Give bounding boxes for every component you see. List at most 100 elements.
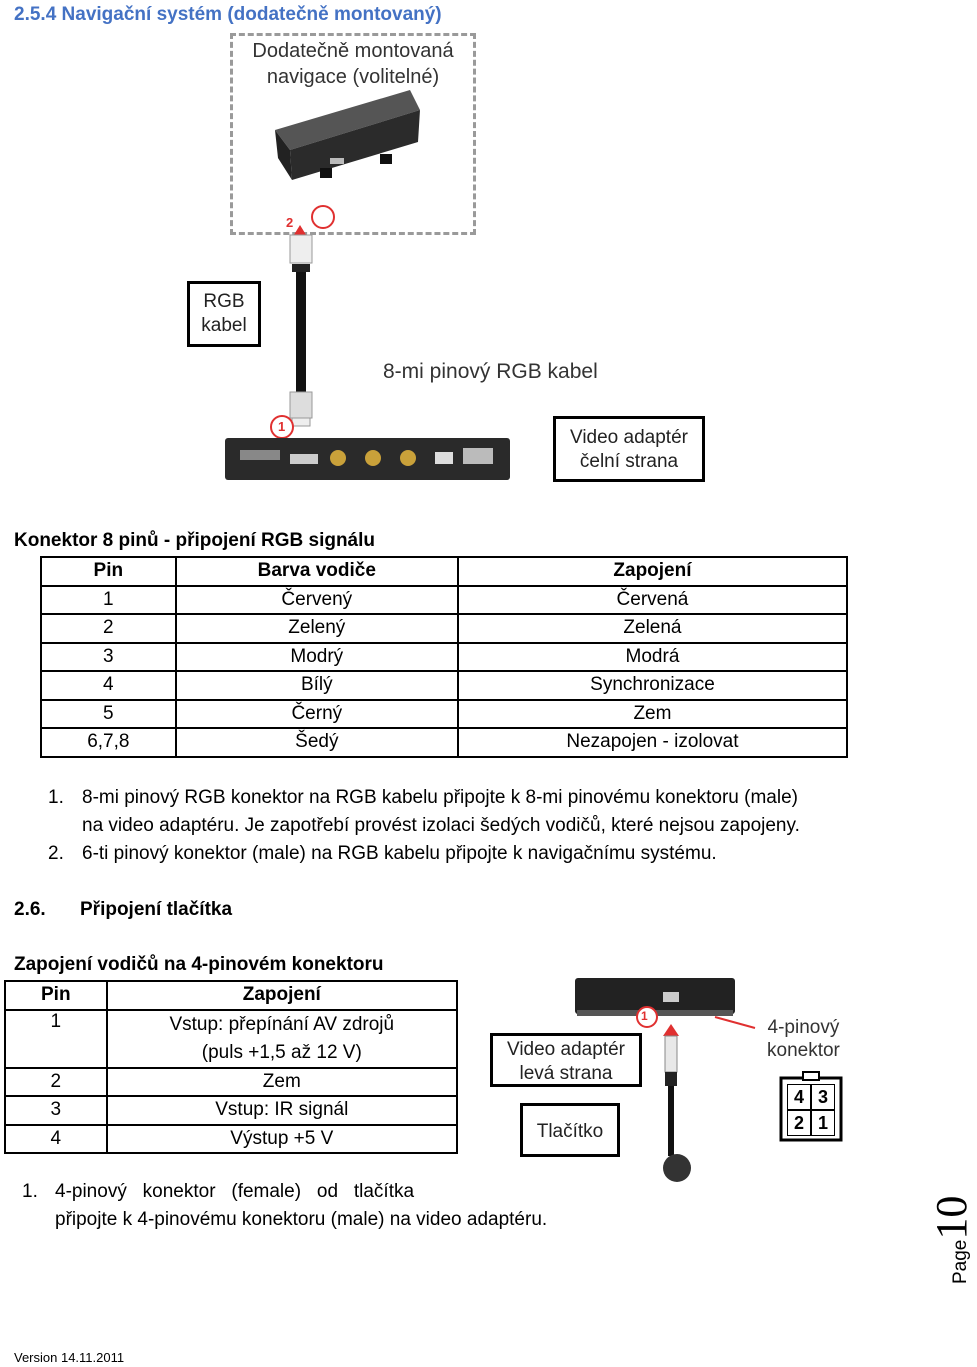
marker-2-label: 2	[286, 215, 294, 230]
button-step-number: 1.	[22, 1181, 38, 1202]
button-pin-table: Pin Zapojení 1 Vstup: přepínání AV zdroj…	[4, 980, 459, 1154]
cell-connection: Červená	[456, 584, 849, 615]
cell-connection: Zelená	[456, 613, 849, 644]
connector-label-line1: 4-pinový	[767, 1017, 840, 1038]
header-connection: Zapojení	[456, 556, 849, 587]
button-step-text: 4-pinový konektor (female) od tlačítka	[55, 1181, 415, 1202]
cell-connection: Zem	[456, 698, 849, 729]
cell-connection: Nezapojen - izolovat	[456, 727, 849, 758]
step-1-text: 8-mi pinový RGB konektor na RGB kabelu p…	[82, 787, 798, 808]
header-pin: Pin	[4, 980, 108, 1011]
header-connection: Zapojení	[105, 980, 459, 1011]
table-header-row: Pin Barva vodiče Zapojení	[40, 556, 849, 587]
section-2-6-number: 2.6.	[14, 899, 46, 920]
adapter-label-line1: Video adaptér	[570, 427, 688, 448]
rgb-diagram-graphics	[225, 90, 510, 480]
header-wire-color: Barva vodiče	[174, 556, 459, 587]
cell-pin: 4	[40, 670, 177, 701]
marker-1-icon	[636, 1006, 658, 1028]
pin-2-label: 2	[787, 1110, 811, 1136]
step-2-text: 6-ti pinový konektor (male) na RGB kabel…	[82, 843, 717, 864]
cell-pin: 2	[4, 1066, 108, 1097]
cable-label: 8-mi pinový RGB kabel	[383, 360, 598, 383]
marker-1-label: 1	[278, 419, 286, 434]
header-pin: Pin	[40, 556, 177, 587]
pin-3-label: 3	[811, 1084, 835, 1110]
section-2-6-title: Připojení tlačítka	[80, 899, 233, 920]
cell-pin: 3	[4, 1095, 108, 1126]
step-1-number: 1.	[48, 787, 64, 808]
rgb-table-title: Konektor 8 pinů - připojení RGB signálu	[14, 530, 376, 551]
step-2-number: 2.	[48, 843, 64, 864]
page-word: Page	[950, 1239, 971, 1284]
adapter-side-label-line1: Video adaptér	[507, 1039, 625, 1060]
rgb-label-line1: RGB	[203, 291, 245, 312]
adapter-side-label-line2: levá strana	[519, 1063, 613, 1084]
cell-connection-line2: (puls +1,5 až 12 V)	[201, 1041, 362, 1063]
cell-pin: 1	[4, 1008, 108, 1069]
cell-connection: Zem	[105, 1066, 459, 1097]
cell-connection: Výstup +5 V	[105, 1123, 459, 1154]
cell-pin: 3	[40, 641, 177, 672]
video-adapter-front-icon	[225, 438, 510, 480]
marker-1-label: 1	[641, 1009, 648, 1023]
rgb-pin-table: Pin Barva vodiče Zapojení 1 Červený Červ…	[40, 556, 849, 758]
cell-color: Zelený	[174, 613, 459, 644]
rgb-cable-callout: RGB kabel	[187, 281, 261, 347]
button-table-title: Zapojení vodičů na 4-pinovém konektoru	[14, 954, 384, 975]
cell-color: Černý	[174, 698, 459, 729]
cell-color: Bílý	[174, 670, 459, 701]
button-icon	[663, 1154, 691, 1182]
table-row: 4 Bílý Synchronizace	[40, 670, 849, 701]
cell-connection: Vstup: IR signál	[105, 1095, 459, 1126]
table-row: 1 Červený Červená	[40, 584, 849, 615]
page-number: Page10	[926, 1196, 977, 1284]
step-1-text-cont: na video adaptéru. Je zapotřebí provést …	[82, 815, 800, 836]
nav-unit-label-line1: Dodatečně montovaná	[252, 40, 454, 62]
navigation-unit-icon	[275, 90, 420, 180]
pointer-line	[714, 1016, 756, 1029]
arrow-up-icon	[663, 1024, 679, 1036]
rgb-label-line2: kabel	[201, 315, 247, 336]
cell-color: Modrý	[174, 641, 459, 672]
table-row: 3 Modrý Modrá	[40, 641, 849, 672]
nav-unit-label-line2: navigace (volitelné)	[266, 66, 440, 88]
table-row: 1 Vstup: přepínání AV zdrojů (puls +1,5 …	[4, 1008, 459, 1069]
connector-pin-grid: 4 3 2 1	[787, 1084, 835, 1136]
button-callout: Tlačítko	[520, 1103, 620, 1157]
table-row: 4 Výstup +5 V	[4, 1123, 459, 1154]
cell-connection: Vstup: přepínání AV zdrojů (puls +1,5 až…	[105, 1008, 459, 1069]
video-adapter-side-callout: Video adaptér levá strana	[490, 1033, 642, 1087]
button-step-text-cont: připojte k 4-pinovému konektoru (male) n…	[55, 1209, 548, 1230]
table-row: 3 Vstup: IR signál	[4, 1095, 459, 1126]
connector-label-line2: konektor	[767, 1040, 840, 1061]
table-header-row: Pin Zapojení	[4, 980, 459, 1011]
table-row: 2 Zelený Zelená	[40, 613, 849, 644]
pin-1-label: 1	[811, 1110, 835, 1136]
cell-pin: 1	[40, 584, 177, 615]
footer-version: Version 14.11.2011	[14, 1350, 125, 1365]
cell-color: Šedý	[174, 727, 459, 758]
pin-4-label: 4	[787, 1084, 811, 1110]
cell-pin: 6,7,8	[40, 727, 177, 758]
button-cable	[668, 1086, 674, 1156]
marker-2-icon	[311, 205, 335, 229]
video-adapter-callout: Video adaptér čelní strana	[553, 416, 705, 482]
section-heading: 2.5.4 Navigační systém (dodatečně montov…	[14, 4, 442, 25]
table-row: 6,7,8 Šedý Nezapojen - izolovat	[40, 727, 849, 758]
button-connection-diagram: 1 Video adaptér levá strana Tlačítko 4-p…	[485, 970, 860, 1200]
page-number-value: 10	[927, 1195, 976, 1240]
cell-pin: 2	[40, 613, 177, 644]
rgb-connection-diagram: Dodatečně montovaná navigace (volitelné)	[180, 30, 740, 510]
table-row: 2 Zem	[4, 1066, 459, 1097]
nav-unit-frame	[230, 33, 476, 235]
cell-pin: 5	[40, 698, 177, 729]
connector-label: 4-pinový konektor	[767, 1016, 840, 1062]
rgb-cable	[296, 272, 306, 392]
cell-connection-line1: Vstup: přepínání AV zdrojů	[169, 1013, 395, 1035]
cell-connection: Synchronizace	[456, 670, 849, 701]
adapter-label-line2: čelní strana	[579, 451, 679, 472]
cell-pin: 4	[4, 1123, 108, 1154]
cell-connection: Modrá	[456, 641, 849, 672]
table-row: 5 Černý Zem	[40, 698, 849, 729]
